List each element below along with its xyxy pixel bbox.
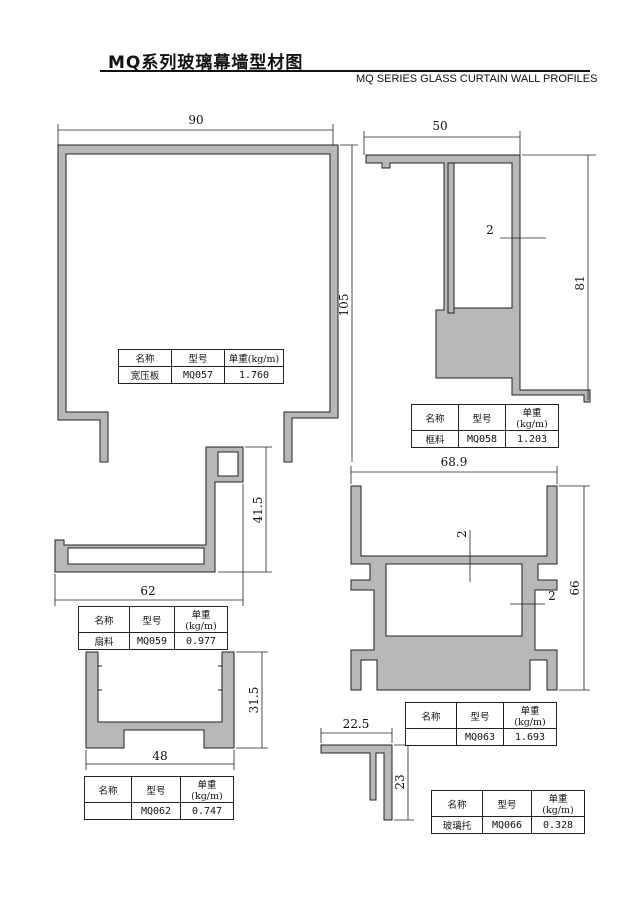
- dim-height-label: 81: [573, 275, 587, 290]
- profile-model: MQ062: [131, 802, 181, 820]
- profile-name: 扇料: [78, 632, 130, 650]
- profile-mq059: [54, 446, 244, 573]
- dim-wall-label: 2: [455, 530, 469, 538]
- header-name: 名称: [411, 404, 459, 431]
- header-weight: 单重(kg/m): [531, 790, 585, 817]
- dim-height-label: 31.5: [247, 687, 261, 714]
- header-model: 型号: [482, 790, 532, 817]
- header-name: 名称: [78, 606, 130, 633]
- profile-weight: 1.203: [505, 430, 559, 448]
- header-weight: 单重(kg/m): [180, 776, 234, 803]
- profile-weight: 1.693: [503, 728, 557, 746]
- profile-mq066: [320, 744, 393, 821]
- dim-width-label: 22.5: [343, 717, 370, 731]
- profile-model: MQ057: [171, 366, 225, 384]
- dim-wall-label: 2: [486, 223, 494, 237]
- page-title: MQ系列玻璃幕墙型材图: [108, 53, 304, 73]
- header-model: 型号: [131, 776, 181, 803]
- header-weight: 单重(kg/m): [503, 702, 557, 729]
- profile-mq057: [57, 144, 339, 463]
- dim-height-label: 66: [568, 580, 582, 595]
- spec-table-mq062: 名称 型号 单重(kg/m) MQ062 0.747: [84, 776, 234, 820]
- profile-name: 框料: [411, 430, 459, 448]
- dim-width-label: 50: [432, 119, 447, 133]
- header-name: 名称: [118, 349, 172, 367]
- dim-height-label: 105: [337, 294, 351, 317]
- dimension-mq062: 31.5 48: [85, 651, 268, 770]
- header-model: 型号: [129, 606, 175, 633]
- profile-weight: 0.328: [531, 816, 585, 834]
- title-divider: [100, 70, 590, 72]
- profile-model: MQ066: [482, 816, 532, 834]
- profile-name: [84, 802, 132, 820]
- header-weight: 单重(kg/m): [174, 606, 228, 633]
- dim-wall-label: 2: [548, 589, 556, 603]
- dimension-mq057: 90 105: [57, 113, 358, 462]
- spec-table-mq066: 名称 型号 单重(kg/m) 玻璃托 MQ066 0.328: [431, 790, 585, 834]
- dim-width-label: 62: [140, 584, 155, 598]
- profile-name: 宽压板: [118, 366, 172, 384]
- spec-table-mq059: 名称 型号 单重(kg/m) 扇料 MQ059 0.977: [78, 606, 228, 650]
- profile-model: MQ059: [129, 632, 175, 650]
- spec-table-mq058: 名称 型号 单重(kg/m) 框料 MQ058 1.203: [411, 404, 559, 448]
- spec-table-mq057: 名称 型号 单重(kg/m) 宽压板 MQ057 1.760: [118, 349, 284, 384]
- profile-model: MQ058: [458, 430, 506, 448]
- dim-height-label: 23: [393, 774, 407, 789]
- profile-mq058: [365, 154, 591, 403]
- header-model: 型号: [171, 349, 225, 367]
- profile-name: [405, 728, 457, 746]
- spec-table-mq063: 名称 型号 单重(kg/m) MQ063 1.693: [405, 702, 557, 746]
- profile-name: 玻璃托: [431, 816, 483, 834]
- header-name: 名称: [84, 776, 132, 803]
- page-subtitle: MQ SERIES GLASS CURTAIN WALL PROFILES: [356, 73, 598, 85]
- dim-width-label: 68.9: [441, 455, 468, 469]
- dimension-mq059: 41.5 62: [54, 446, 272, 606]
- dimension-mq066: 22.5 23: [320, 717, 414, 821]
- header-name: 名称: [405, 702, 457, 729]
- profile-model: MQ063: [456, 728, 504, 746]
- dimension-mq058: 50 81 2: [363, 119, 596, 400]
- profile-weight: 0.747: [180, 802, 234, 820]
- dimension-mq063: 68.9 2 2 66: [350, 455, 590, 691]
- profile-mq062: [85, 651, 235, 749]
- header-weight: 单重(kg/m): [505, 404, 559, 431]
- header-weight: 单重(kg/m): [224, 349, 284, 367]
- profile-weight: 1.760: [224, 366, 284, 384]
- dim-height-label: 41.5: [251, 497, 265, 524]
- profile-weight: 0.977: [174, 632, 228, 650]
- dim-width-label: 48: [152, 749, 167, 763]
- header-model: 型号: [456, 702, 504, 729]
- header-name: 名称: [431, 790, 483, 817]
- profile-mq063: [350, 485, 558, 691]
- dim-width-label: 90: [188, 113, 203, 127]
- header-model: 型号: [458, 404, 506, 431]
